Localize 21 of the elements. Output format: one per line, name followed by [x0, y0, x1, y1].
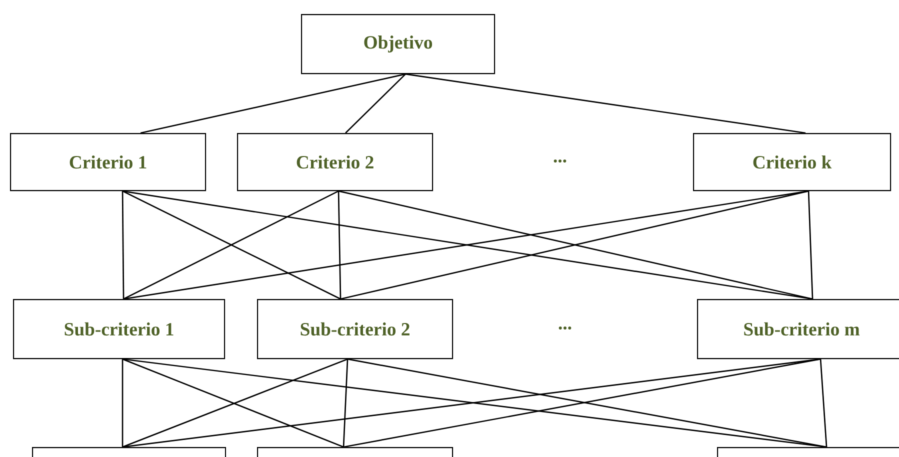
criterion-box: Objetivo [301, 14, 496, 74]
connector-line [345, 74, 406, 134]
ellipsis-text: ... [554, 160, 566, 163]
criterion-box: Sub-criterio m [697, 299, 899, 360]
criterion-box: Sub-criterio 2 [257, 299, 454, 360]
connector-line [820, 359, 828, 448]
connector-line [338, 191, 342, 300]
ellipsis-text: ... [558, 326, 572, 330]
criterion-box: Criterio 1 [10, 133, 206, 192]
criterion-box: Criterio k [693, 133, 892, 192]
criterion-box: Criterio 2 [237, 133, 434, 192]
connector-line [122, 359, 124, 447]
box [32, 447, 226, 457]
connector-line [405, 73, 806, 134]
box [717, 447, 899, 457]
connector-line [808, 191, 814, 300]
criterion-box: Sub-criterio 1 [13, 299, 226, 360]
connector-line [122, 191, 124, 300]
box [257, 447, 454, 457]
connector-line [342, 359, 348, 448]
connector-line [140, 73, 406, 134]
